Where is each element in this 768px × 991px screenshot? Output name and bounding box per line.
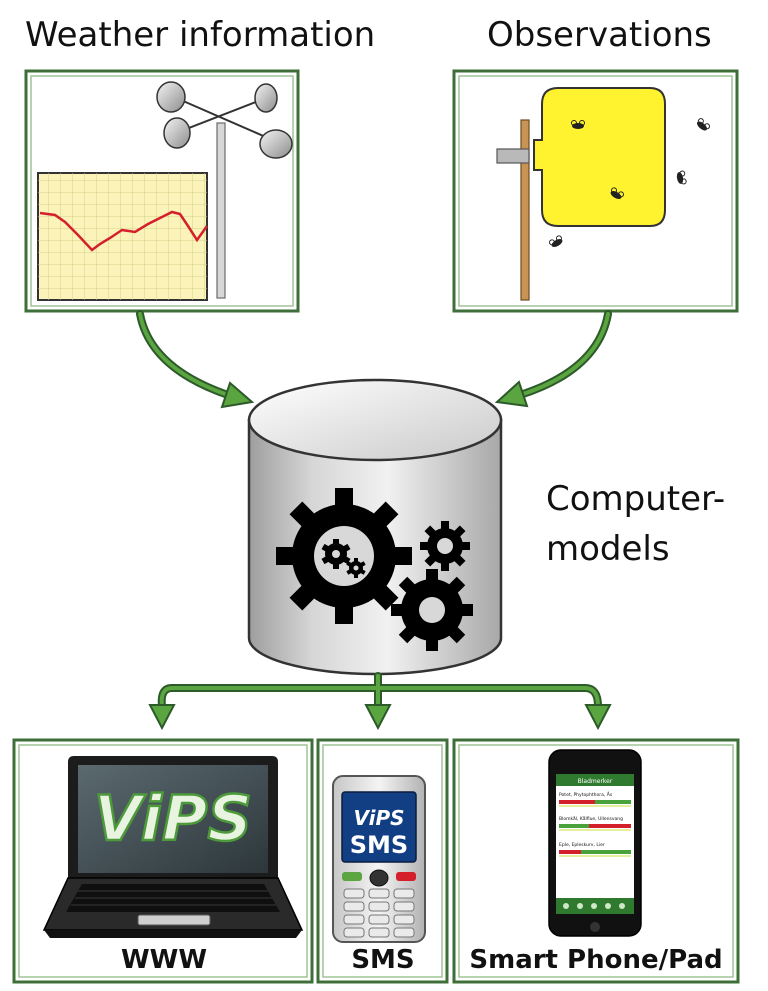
output-arrows xyxy=(148,672,612,731)
app-row-2: Blomkål, Kålflue, Ullensvang xyxy=(559,815,623,822)
www-panel: ViPS WWW xyxy=(12,738,314,984)
gear-small-icon xyxy=(420,521,470,571)
sms-label: SMS xyxy=(351,945,414,975)
arrow-to-sms xyxy=(364,704,392,731)
line-chart-icon xyxy=(37,172,209,301)
anemometer-icon xyxy=(156,81,293,299)
vips-logo-sms: ViPS xyxy=(353,806,404,830)
app-row-3: Eple, Epleskurv, Lier xyxy=(559,842,605,848)
smartphone-panel: Bladmerker Potet, Phytophthora, Ås Blomk… xyxy=(452,738,740,984)
gears-icon xyxy=(276,488,473,651)
gear-medium-icon xyxy=(391,569,473,651)
weather-panel xyxy=(24,69,300,313)
arrow-observations-to-models xyxy=(494,310,612,408)
app-row-1: Potet, Phytophthora, Ås xyxy=(559,791,613,798)
vips-logo-laptop: ViPS xyxy=(94,782,252,855)
observations-panel xyxy=(452,69,739,313)
www-label: WWW xyxy=(121,945,207,975)
app-header-text: Bladmerker xyxy=(578,778,613,785)
gear-large-icon xyxy=(276,488,412,624)
computer-models-label-line1: Computer- xyxy=(546,479,725,519)
sms-panel: ViPS SMS SMS xyxy=(316,738,449,984)
laptop-icon: ViPS xyxy=(42,756,304,938)
smartphone-label: Smart Phone/Pad xyxy=(469,945,722,975)
insect-icons xyxy=(549,118,710,247)
mobile-phone-icon: ViPS SMS xyxy=(332,775,426,943)
weather-title: Weather information xyxy=(25,15,375,55)
arrow-to-www xyxy=(148,704,176,731)
insect-trap-icon xyxy=(496,87,666,301)
sms-screen-text: SMS xyxy=(350,831,408,859)
observations-title: Observations xyxy=(487,15,712,55)
arrow-weather-to-models xyxy=(136,310,255,409)
arrow-to-smartphone xyxy=(584,704,612,731)
computer-models-label-line2: models xyxy=(546,529,670,569)
smartphone-icon: Bladmerker Potet, Phytophthora, Ås Blomk… xyxy=(548,749,642,937)
